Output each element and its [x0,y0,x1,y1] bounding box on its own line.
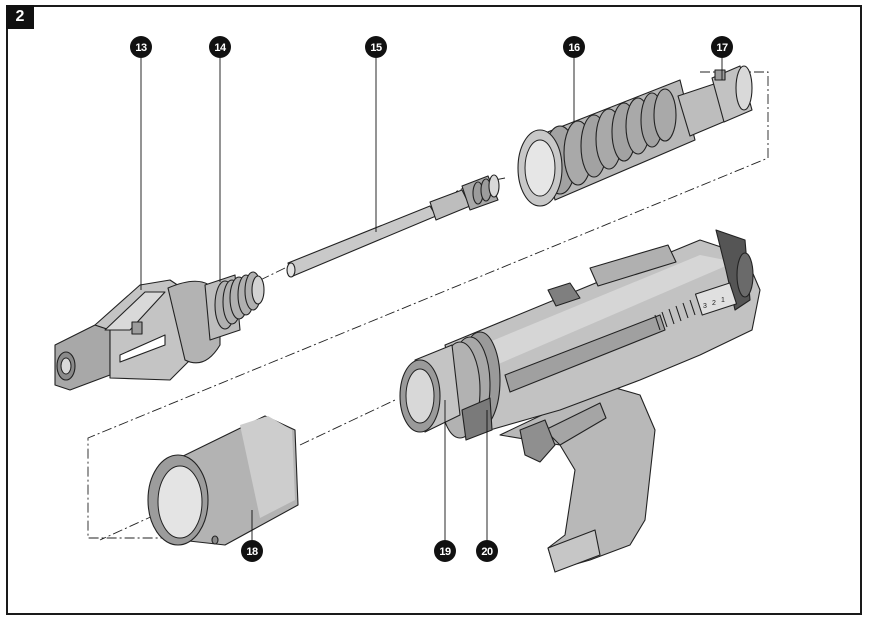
part-piston-guide [517,79,729,207]
figure-frame [6,5,862,615]
part-threaded-collar [204,271,265,341]
part-tool-body: 3 2 1 [444,229,761,573]
svg-text:17: 17 [716,42,728,54]
part-tool-front-bushing [399,344,461,433]
callout-15: 15 [365,36,387,58]
part-nose-adapter [54,279,221,391]
guide-ribs [543,88,677,195]
svg-text:20: 20 [481,546,493,558]
figure-number-badge: 2 [6,5,34,29]
callout-20: 20 [476,540,498,562]
callout-13: 13 [130,36,152,58]
callout-17: 17 [711,36,733,58]
svg-text:18: 18 [246,546,258,558]
callout-18: 18 [241,540,263,562]
svg-text:16: 16 [568,42,580,54]
callout-19: 19 [434,540,456,562]
selector-mark-1: 1 [721,297,725,304]
axis-line-lower [299,399,396,446]
svg-text:19: 19 [439,546,451,558]
svg-text:14: 14 [214,42,227,54]
part-guide-end-cap [711,65,753,123]
svg-text:15: 15 [370,42,382,54]
part-piston-rod [286,174,500,278]
tool-vent-slots [654,299,696,331]
svg-text:13: 13 [135,42,147,54]
axis-line-lower-left [99,514,156,541]
selector-mark-3: 3 [703,303,707,310]
callout-14: 14 [209,36,231,58]
callout-16: 16 [563,36,585,58]
leader-lines [140,58,723,540]
selector-mark-2: 2 [712,300,716,307]
part-sleeve [147,415,299,546]
